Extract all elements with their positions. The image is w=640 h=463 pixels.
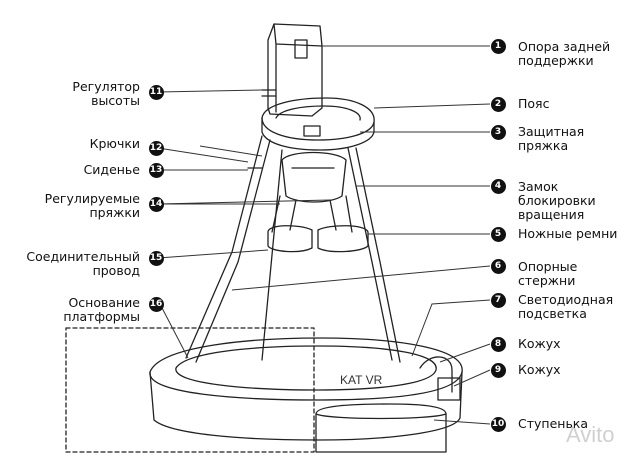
callout-number-14: 14 xyxy=(148,196,164,212)
leg-straps xyxy=(267,195,369,253)
platform-base xyxy=(149,337,463,441)
callout-number-6: 6 xyxy=(490,258,506,274)
watermark: Avito xyxy=(566,422,615,447)
step xyxy=(315,403,447,453)
callout-label-9: Кожух xyxy=(518,362,561,377)
callout-number-1: 1 xyxy=(490,38,506,54)
platform-base-outline xyxy=(65,327,315,453)
callout-number-4: 4 xyxy=(490,178,506,194)
callout-number-15: 15 xyxy=(148,250,164,266)
seat xyxy=(281,151,347,203)
callout-label-5: Ножные ремни xyxy=(518,226,618,241)
callout-number-13: 13 xyxy=(148,162,164,178)
waist-belt xyxy=(261,97,375,151)
callout-number-2: 2 xyxy=(490,96,506,112)
callout-number-7: 7 xyxy=(490,292,506,308)
callout-number-12: 12 xyxy=(148,140,164,156)
callout-label-13: Сиденье xyxy=(83,162,140,177)
callout-number-9: 9 xyxy=(490,362,506,378)
callout-label-8: Кожух xyxy=(518,336,561,351)
callout-number-8: 8 xyxy=(490,336,506,352)
callout-label-2: Пояс xyxy=(518,96,550,111)
callout-number-16: 16 xyxy=(148,296,164,312)
callout-number-3: 3 xyxy=(490,124,506,140)
callout-number-5: 5 xyxy=(490,226,506,242)
callout-label-12: Крючки xyxy=(89,136,140,151)
callout-number-10: 10 xyxy=(490,416,506,432)
callout-label-10: Ступенька xyxy=(518,416,589,431)
callout-number-11: 11 xyxy=(148,84,164,100)
brand-logo: KAT VR xyxy=(340,373,383,387)
back-support-column xyxy=(261,23,323,117)
